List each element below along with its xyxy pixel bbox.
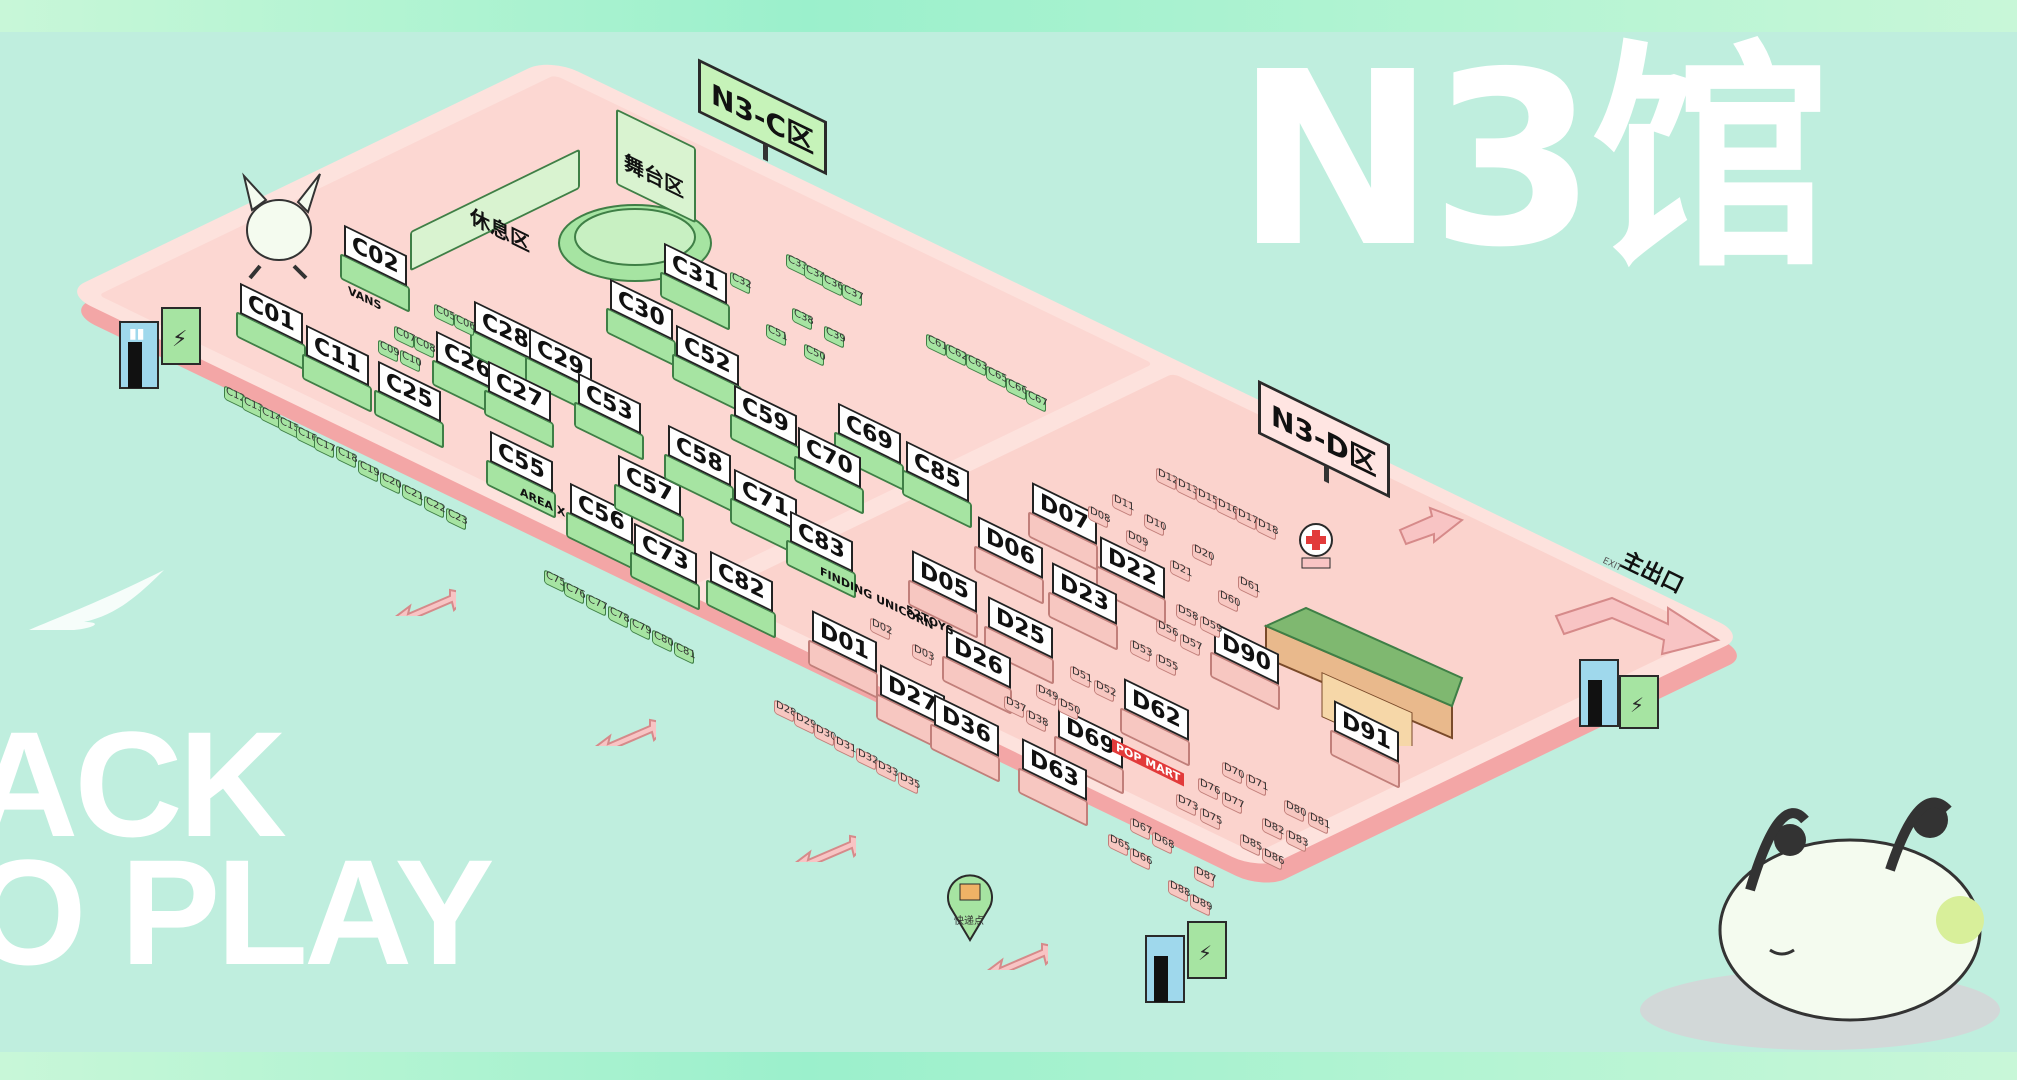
svg-text:▮▮: ▮▮ <box>129 326 144 342</box>
bird-decoration <box>29 570 164 630</box>
bottom-banner <box>0 1052 2017 1080</box>
zone-c-sign: N3-C区 <box>698 58 828 176</box>
exit-arrow-icon[interactable] <box>1552 588 1722 658</box>
exit-arrow-icon-north[interactable] <box>1396 506 1466 546</box>
charging-icon[interactable]: ⚡ <box>160 300 204 370</box>
charging-icon-s[interactable]: ⚡ <box>1186 914 1230 984</box>
entrance-arrow-3[interactable] <box>792 834 856 862</box>
svg-text:⚡: ⚡ <box>172 327 187 352</box>
svg-text:⚡: ⚡ <box>1630 693 1644 717</box>
sleeping-mascot <box>1640 797 2000 1050</box>
cat-mascot <box>242 172 321 280</box>
svg-text:⚡: ⚡ <box>1198 941 1212 965</box>
courier-icon[interactable] <box>944 870 996 942</box>
top-banner <box>0 0 2017 32</box>
slogan-line: O PLAY <box>0 828 495 996</box>
restroom-icon[interactable]: ▮▮ <box>118 312 162 392</box>
hall-title: N3馆 <box>1235 20 1831 300</box>
restroom-icon-s[interactable] <box>1144 926 1188 1006</box>
slogan-line: ACK <box>0 700 287 868</box>
main-exit-sublabel: EXIT <box>1600 556 1624 574</box>
first-aid-icon[interactable] <box>1296 522 1336 572</box>
charging-icon-d[interactable]: ⚡ <box>1618 668 1662 732</box>
restroom-icon-d[interactable] <box>1578 650 1622 730</box>
entrance-arrow-1[interactable] <box>392 588 456 616</box>
entrance-arrow-4[interactable] <box>984 942 1048 970</box>
courier-label: 快递点 <box>954 916 984 927</box>
zone-d-sign: N3-D区 <box>1258 379 1390 499</box>
entrance-arrow-2[interactable] <box>592 718 656 746</box>
